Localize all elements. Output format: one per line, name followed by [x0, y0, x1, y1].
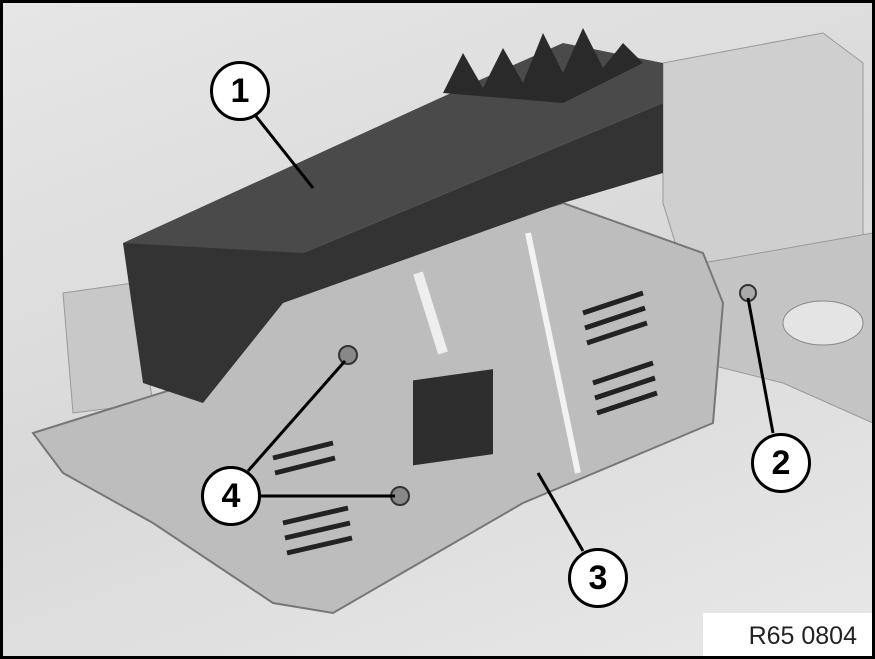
callout-1: 1	[210, 61, 270, 121]
control-module-front	[123, 103, 663, 403]
figure-reference: R65 0804	[703, 613, 872, 656]
vent-slots	[272, 290, 658, 556]
control-module-top	[123, 43, 663, 303]
leader-lines	[246, 114, 775, 552]
square-cutout	[413, 369, 493, 466]
callout-4: 4	[201, 466, 261, 526]
module-fins	[443, 28, 643, 103]
callout-3: 3	[568, 548, 628, 608]
callout-2: 2	[751, 433, 811, 493]
screw-upper	[338, 345, 358, 365]
arm-cutout	[782, 300, 864, 346]
illustration	[31, 28, 872, 615]
